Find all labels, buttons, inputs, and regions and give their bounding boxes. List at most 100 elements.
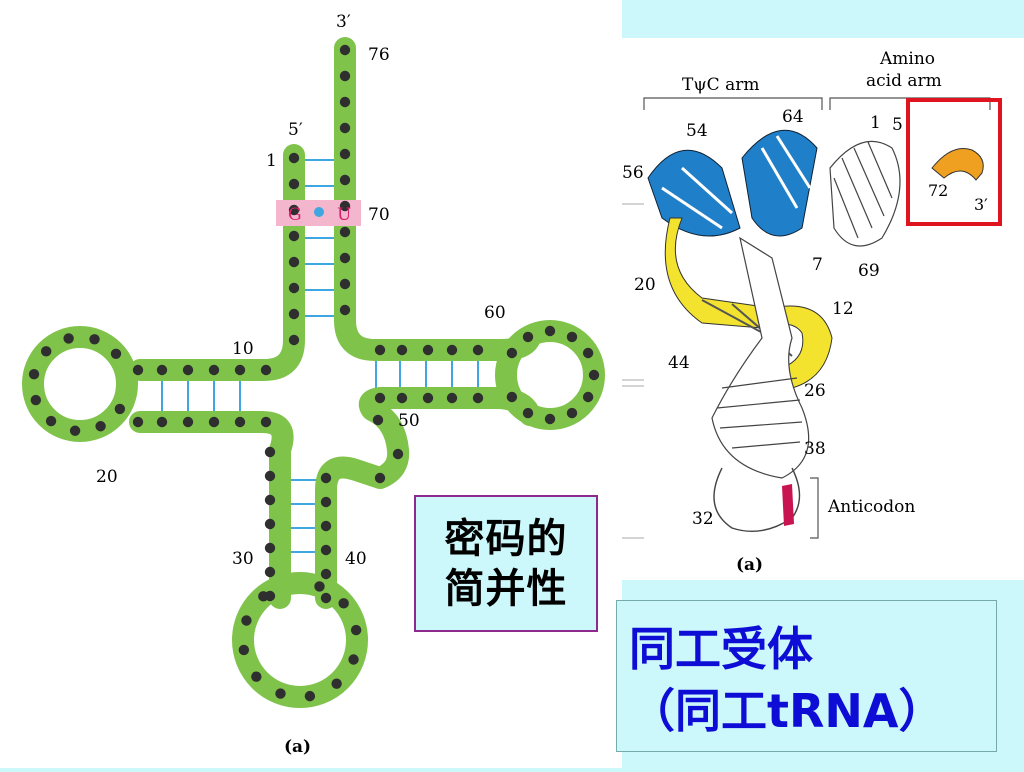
nucleotide-dot [446, 344, 458, 356]
nucleotide-dot [374, 472, 386, 484]
nucleotide-dot [251, 671, 262, 682]
acceptor-helix [829, 140, 901, 247]
label-7: 7 [812, 255, 823, 275]
nucleotide-dot [544, 325, 556, 337]
isoacceptor-line2: （同工tRNA） [629, 684, 945, 738]
nucleotide-dot [63, 333, 74, 344]
nucleotide-dot [288, 334, 300, 346]
anticodon-bracket [810, 477, 819, 539]
label-amino-line1: Amino [879, 49, 935, 69]
nucleotide-dot [320, 568, 332, 580]
nucleotide-dot [156, 364, 168, 376]
nucleotide-dot [339, 226, 351, 238]
label-3prime-end: 3′ [336, 12, 351, 32]
label-5: 5 [892, 115, 903, 135]
nucleotide-dot [288, 230, 300, 242]
nucleotide-dot [472, 344, 484, 356]
nucleotide-dot [132, 364, 144, 376]
nucleotide-dot [566, 407, 578, 419]
tpsic-arm-brace [643, 97, 823, 110]
label-1: 1 [870, 113, 881, 133]
nucleotide-dot [208, 416, 220, 428]
nucleotide-dot [264, 542, 276, 554]
nucleotide-dot [339, 96, 351, 108]
nucleotide-dot [260, 416, 272, 428]
nucleotide-dot [69, 425, 81, 436]
nucleotide-dot [338, 598, 349, 609]
nucleotide-dot [331, 678, 342, 689]
nucleotide-dot [89, 334, 100, 345]
nucleotide-dot [422, 344, 434, 356]
isoacceptor-textbox: 同工受体 （同工tRNA） [616, 600, 997, 752]
nucleotide-dot [288, 308, 300, 320]
nucleotide-dot [288, 282, 300, 294]
label-32: 32 [692, 509, 714, 529]
nucleotide-dot [156, 416, 168, 428]
label-num-76: 76 [368, 45, 390, 65]
nucleotide-dot [339, 304, 351, 316]
wobble-base-g: G [288, 205, 302, 225]
nucleotide-dot [288, 256, 300, 268]
label-44: 44 [668, 353, 690, 373]
anticodon-loop [232, 572, 368, 708]
label-num-1: 1 [266, 151, 277, 171]
nucleotide-dot [339, 278, 351, 290]
nucleotide-dot [339, 252, 351, 264]
nucleotide-dot [208, 364, 220, 376]
nucleotide-dot [234, 364, 246, 376]
nucleotide-dot [320, 520, 332, 532]
label-54: 54 [686, 121, 708, 141]
label-num-60: 60 [484, 303, 506, 323]
label-num-30: 30 [232, 549, 254, 569]
label-12: 12 [832, 299, 854, 319]
label-20: 20 [634, 275, 656, 295]
nucleotide-dot [182, 416, 194, 428]
nucleotide-dot [320, 496, 332, 508]
nucleotide-dot [348, 654, 359, 665]
acceptor-end-highlight [906, 98, 1002, 226]
nucleotide-dot [392, 448, 404, 460]
tpsic-helix [647, 129, 818, 237]
wobble-pair-dot [314, 207, 324, 217]
nucleotide-dot [472, 392, 484, 404]
label-5prime-end: 5′ [288, 120, 303, 140]
nucleotide-dot [45, 415, 57, 427]
nucleotide-dot [234, 416, 246, 428]
nucleotide-dot [350, 624, 362, 636]
nucleotide-dot [320, 544, 332, 556]
nucleotide-dot [95, 421, 106, 432]
nucleotide-dot [241, 615, 252, 626]
nucleotide-dot [372, 414, 384, 426]
nucleotide-dot [264, 494, 276, 506]
label-amino-line2: acid arm [866, 71, 942, 91]
nucleotide-dot [339, 70, 351, 82]
degeneracy-line1: 密码的 [444, 515, 568, 562]
anticodon-helix [711, 236, 810, 479]
nucleotide-dot [238, 644, 250, 656]
cca-tail [931, 148, 984, 181]
nucleotide-dot [320, 592, 332, 604]
nucleotide-dot [422, 392, 434, 404]
nucleotide-dot [544, 413, 556, 425]
nucleotide-dot [304, 690, 316, 702]
nucleotide-dot [288, 204, 300, 216]
nucleotide-dot [339, 200, 351, 212]
label-anticodon: Anticodon [827, 497, 915, 517]
nucleotide-dot [40, 346, 52, 357]
nucleotide-dot [264, 566, 276, 578]
nucleotide-dot [132, 416, 144, 428]
anticodon-bases [782, 484, 794, 526]
nucleotide-dot [446, 392, 458, 404]
tertiary-structure-panel: TψC arm Amino acid arm [622, 38, 1024, 580]
label-72: 72 [928, 181, 948, 200]
panel-label-right: (a) [736, 555, 763, 575]
nucleotide-dot [264, 446, 276, 458]
nucleotide-dot [28, 369, 40, 380]
nucleotide-dot [588, 369, 600, 381]
cloverleaf-panel: 3′ 5′ 76 1 70 G U 60 10 50 20 30 40 (a) [0, 0, 622, 768]
label-56: 56 [622, 163, 644, 183]
nucleotide-dot [566, 331, 578, 343]
nucleotide-dot [288, 152, 300, 164]
trna-cloverleaf-diagram: 3′ 5′ 76 1 70 G U 60 10 50 20 30 40 (a) [22, 12, 605, 757]
nucleotide-dot [320, 472, 332, 484]
